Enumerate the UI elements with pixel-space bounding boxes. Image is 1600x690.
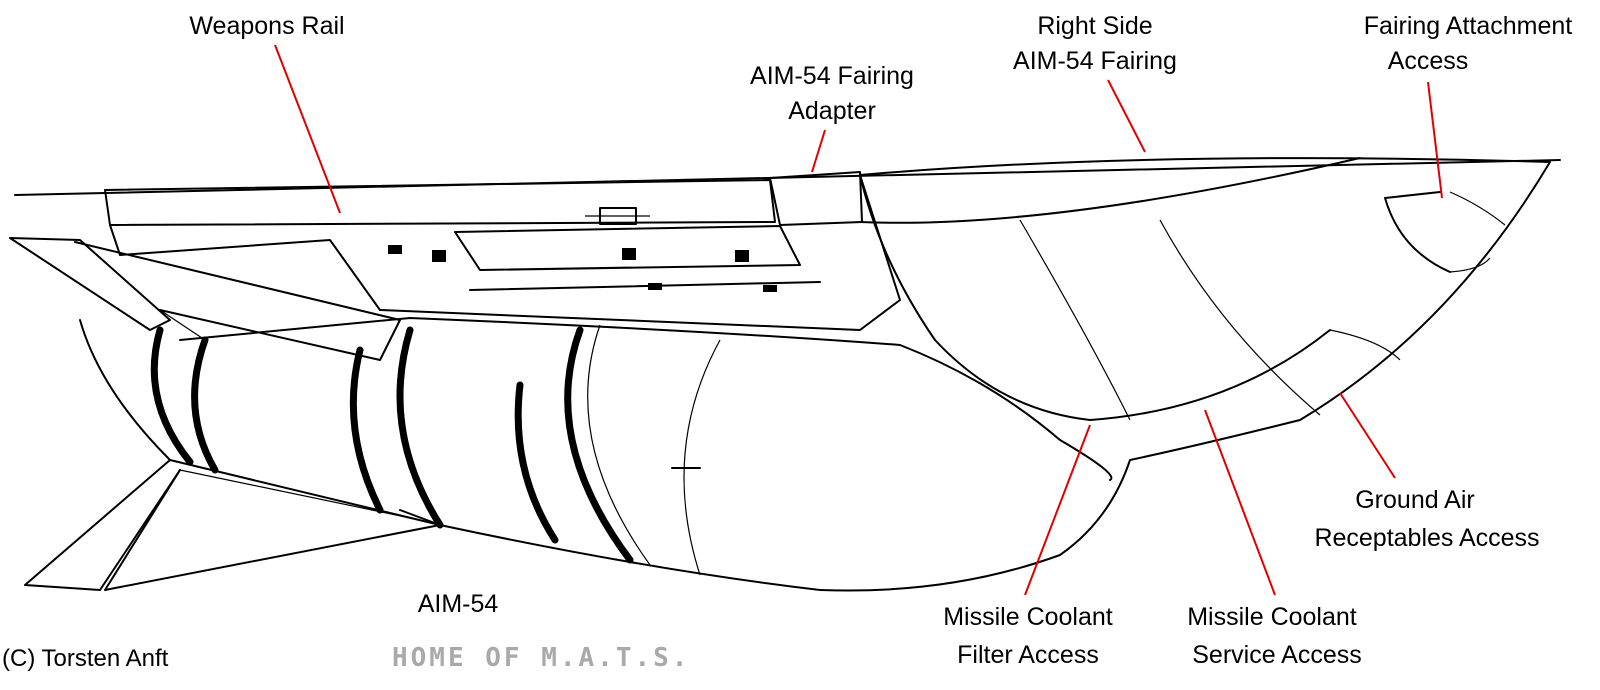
leader-coolant-filter: [1024, 424, 1091, 596]
leader-lines: [274, 44, 1443, 596]
copyright-text: (C) Torsten Anft: [2, 645, 169, 672]
label-coolant-filter-line2: Filter Access: [957, 641, 1099, 669]
leader-ground-air: [1339, 392, 1396, 479]
leader-weapons-rail: [274, 44, 341, 214]
label-coolant-service-line2: Service Access: [1192, 641, 1362, 669]
leader-fairing-attachment: [1427, 81, 1443, 199]
label-fairing-adapter-line1: AIM-54 Fairing: [750, 62, 914, 90]
label-ground-air-line2: Receptables Access: [1314, 524, 1539, 552]
label-coolant-service-line1: Missile Coolant: [1187, 603, 1357, 631]
leader-fairing-adapter: [811, 129, 826, 173]
line-art: [9, 157, 1561, 592]
label-fairing-attachment-line2: Access: [1388, 47, 1469, 75]
label-fairing-adapter-line2: Adapter: [788, 97, 876, 125]
label-coolant-filter-line1: Missile Coolant: [943, 603, 1113, 631]
label-ground-air-line1: Ground Air: [1355, 486, 1475, 514]
leader-right-side-fairing: [1107, 79, 1146, 153]
label-right-side-fairing-line1: Right Side: [1037, 12, 1152, 40]
label-aim54: AIM-54: [418, 590, 499, 618]
leader-coolant-service: [1204, 409, 1276, 596]
label-fairing-attachment-line1: Fairing Attachment: [1364, 12, 1572, 40]
label-weapons-rail: Weapons Rail: [189, 12, 344, 40]
label-right-side-fairing-line2: AIM-54 Fairing: [1013, 47, 1177, 75]
watermark-text: HOME OF M.A.T.S.: [392, 643, 690, 673]
